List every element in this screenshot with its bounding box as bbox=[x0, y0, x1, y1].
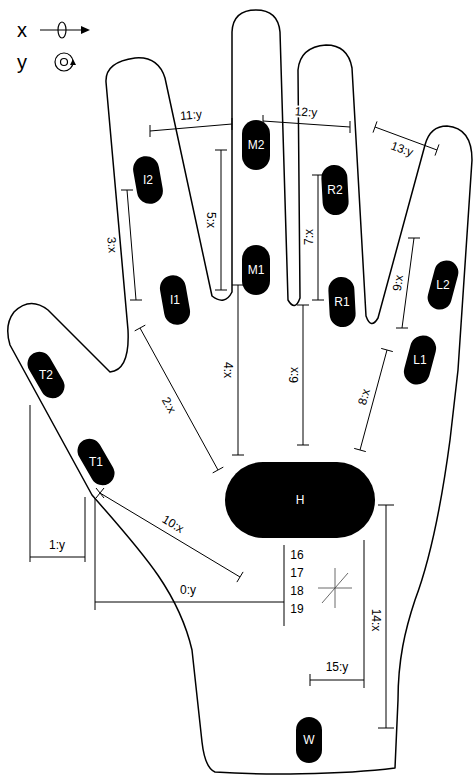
sensor-shape bbox=[225, 462, 375, 538]
sensor-marker: W bbox=[296, 717, 322, 763]
dimension-line bbox=[310, 540, 364, 688]
sensor-marker: T1 bbox=[84, 437, 108, 487]
dimension-label: 6:x bbox=[288, 366, 300, 384]
sensor-id: M1 bbox=[248, 263, 265, 277]
sensor-marker: M2 bbox=[242, 120, 270, 170]
axes-icon bbox=[318, 568, 352, 608]
sensor-shape bbox=[401, 332, 439, 387]
sensor-shape bbox=[131, 154, 165, 206]
sensor-id: M2 bbox=[248, 138, 265, 152]
sensor-id: I2 bbox=[143, 173, 153, 187]
dimension-line bbox=[96, 488, 243, 582]
dimension-line bbox=[30, 405, 85, 562]
sensor-shape bbox=[23, 347, 69, 402]
dimension-label: 11:y bbox=[179, 108, 204, 122]
legend-label: x bbox=[17, 20, 27, 40]
sensor-marker: M1 bbox=[242, 245, 270, 295]
dimension-line bbox=[354, 348, 393, 451]
sensor-shape bbox=[158, 273, 192, 327]
legend-label: y bbox=[17, 52, 27, 72]
sensor-id: L1 bbox=[413, 353, 426, 367]
dimension-line bbox=[135, 325, 224, 473]
sensor-marker: R1 bbox=[329, 277, 355, 327]
sensor-marker: H bbox=[225, 462, 375, 538]
y-axis-symbol bbox=[61, 59, 68, 66]
dimension-label: 7:x bbox=[303, 228, 315, 246]
x-axis-symbol bbox=[58, 22, 66, 38]
sensor-id: T1 bbox=[89, 455, 103, 469]
sensor-id: W bbox=[303, 733, 314, 747]
dimension-label: 18 bbox=[289, 585, 304, 597]
sensor-marker: T2 bbox=[34, 350, 58, 400]
dimension-label: 13:y bbox=[388, 139, 415, 159]
sensor-marker: L1 bbox=[407, 335, 433, 385]
index-bar bbox=[284, 545, 285, 626]
dimension-label: 5:x bbox=[205, 211, 217, 229]
dimension-label: 3:x bbox=[105, 236, 119, 255]
sensor-shape bbox=[73, 434, 119, 489]
sensor-id: R2 bbox=[327, 183, 342, 197]
dimension-label: 0:y bbox=[179, 584, 197, 596]
sensor-id: I1 bbox=[170, 293, 180, 307]
sensor-shape bbox=[321, 164, 350, 215]
sensor-marker: I1 bbox=[162, 275, 188, 325]
x-axis-symbol bbox=[40, 29, 84, 30]
sensor-id: L2 bbox=[436, 278, 449, 292]
sensor-marker: L2 bbox=[431, 260, 455, 310]
y-axis-arrowhead bbox=[70, 59, 76, 65]
dimension-line bbox=[121, 190, 142, 300]
sensor-id: H bbox=[296, 493, 305, 507]
hand-outline bbox=[8, 10, 472, 774]
dimension-label: 9:x bbox=[391, 273, 405, 293]
dimension-label: 4:x bbox=[222, 361, 234, 379]
sensor-shape bbox=[328, 276, 357, 327]
sensor-shape bbox=[242, 245, 270, 295]
dimension-label: 15:y bbox=[325, 661, 350, 673]
dimension-label: 1:y bbox=[48, 539, 66, 551]
y-axis-symbol bbox=[55, 53, 73, 71]
x-axis-arrowhead bbox=[81, 26, 90, 34]
sensor-id: R1 bbox=[334, 295, 349, 309]
sensor-shape bbox=[242, 120, 270, 170]
dimension-label: 19 bbox=[289, 603, 304, 615]
sensor-shape bbox=[425, 258, 461, 313]
sensor-id: T2 bbox=[39, 368, 53, 382]
sensor-marker: R2 bbox=[322, 165, 348, 215]
dimension-label: 16 bbox=[289, 549, 304, 561]
dimension-label: 12:y bbox=[293, 105, 318, 119]
dimension-label: 17 bbox=[289, 567, 304, 579]
sensor-shape bbox=[296, 717, 322, 763]
dimension-label: 14:x bbox=[370, 608, 382, 633]
sensor-marker: I2 bbox=[135, 156, 161, 204]
